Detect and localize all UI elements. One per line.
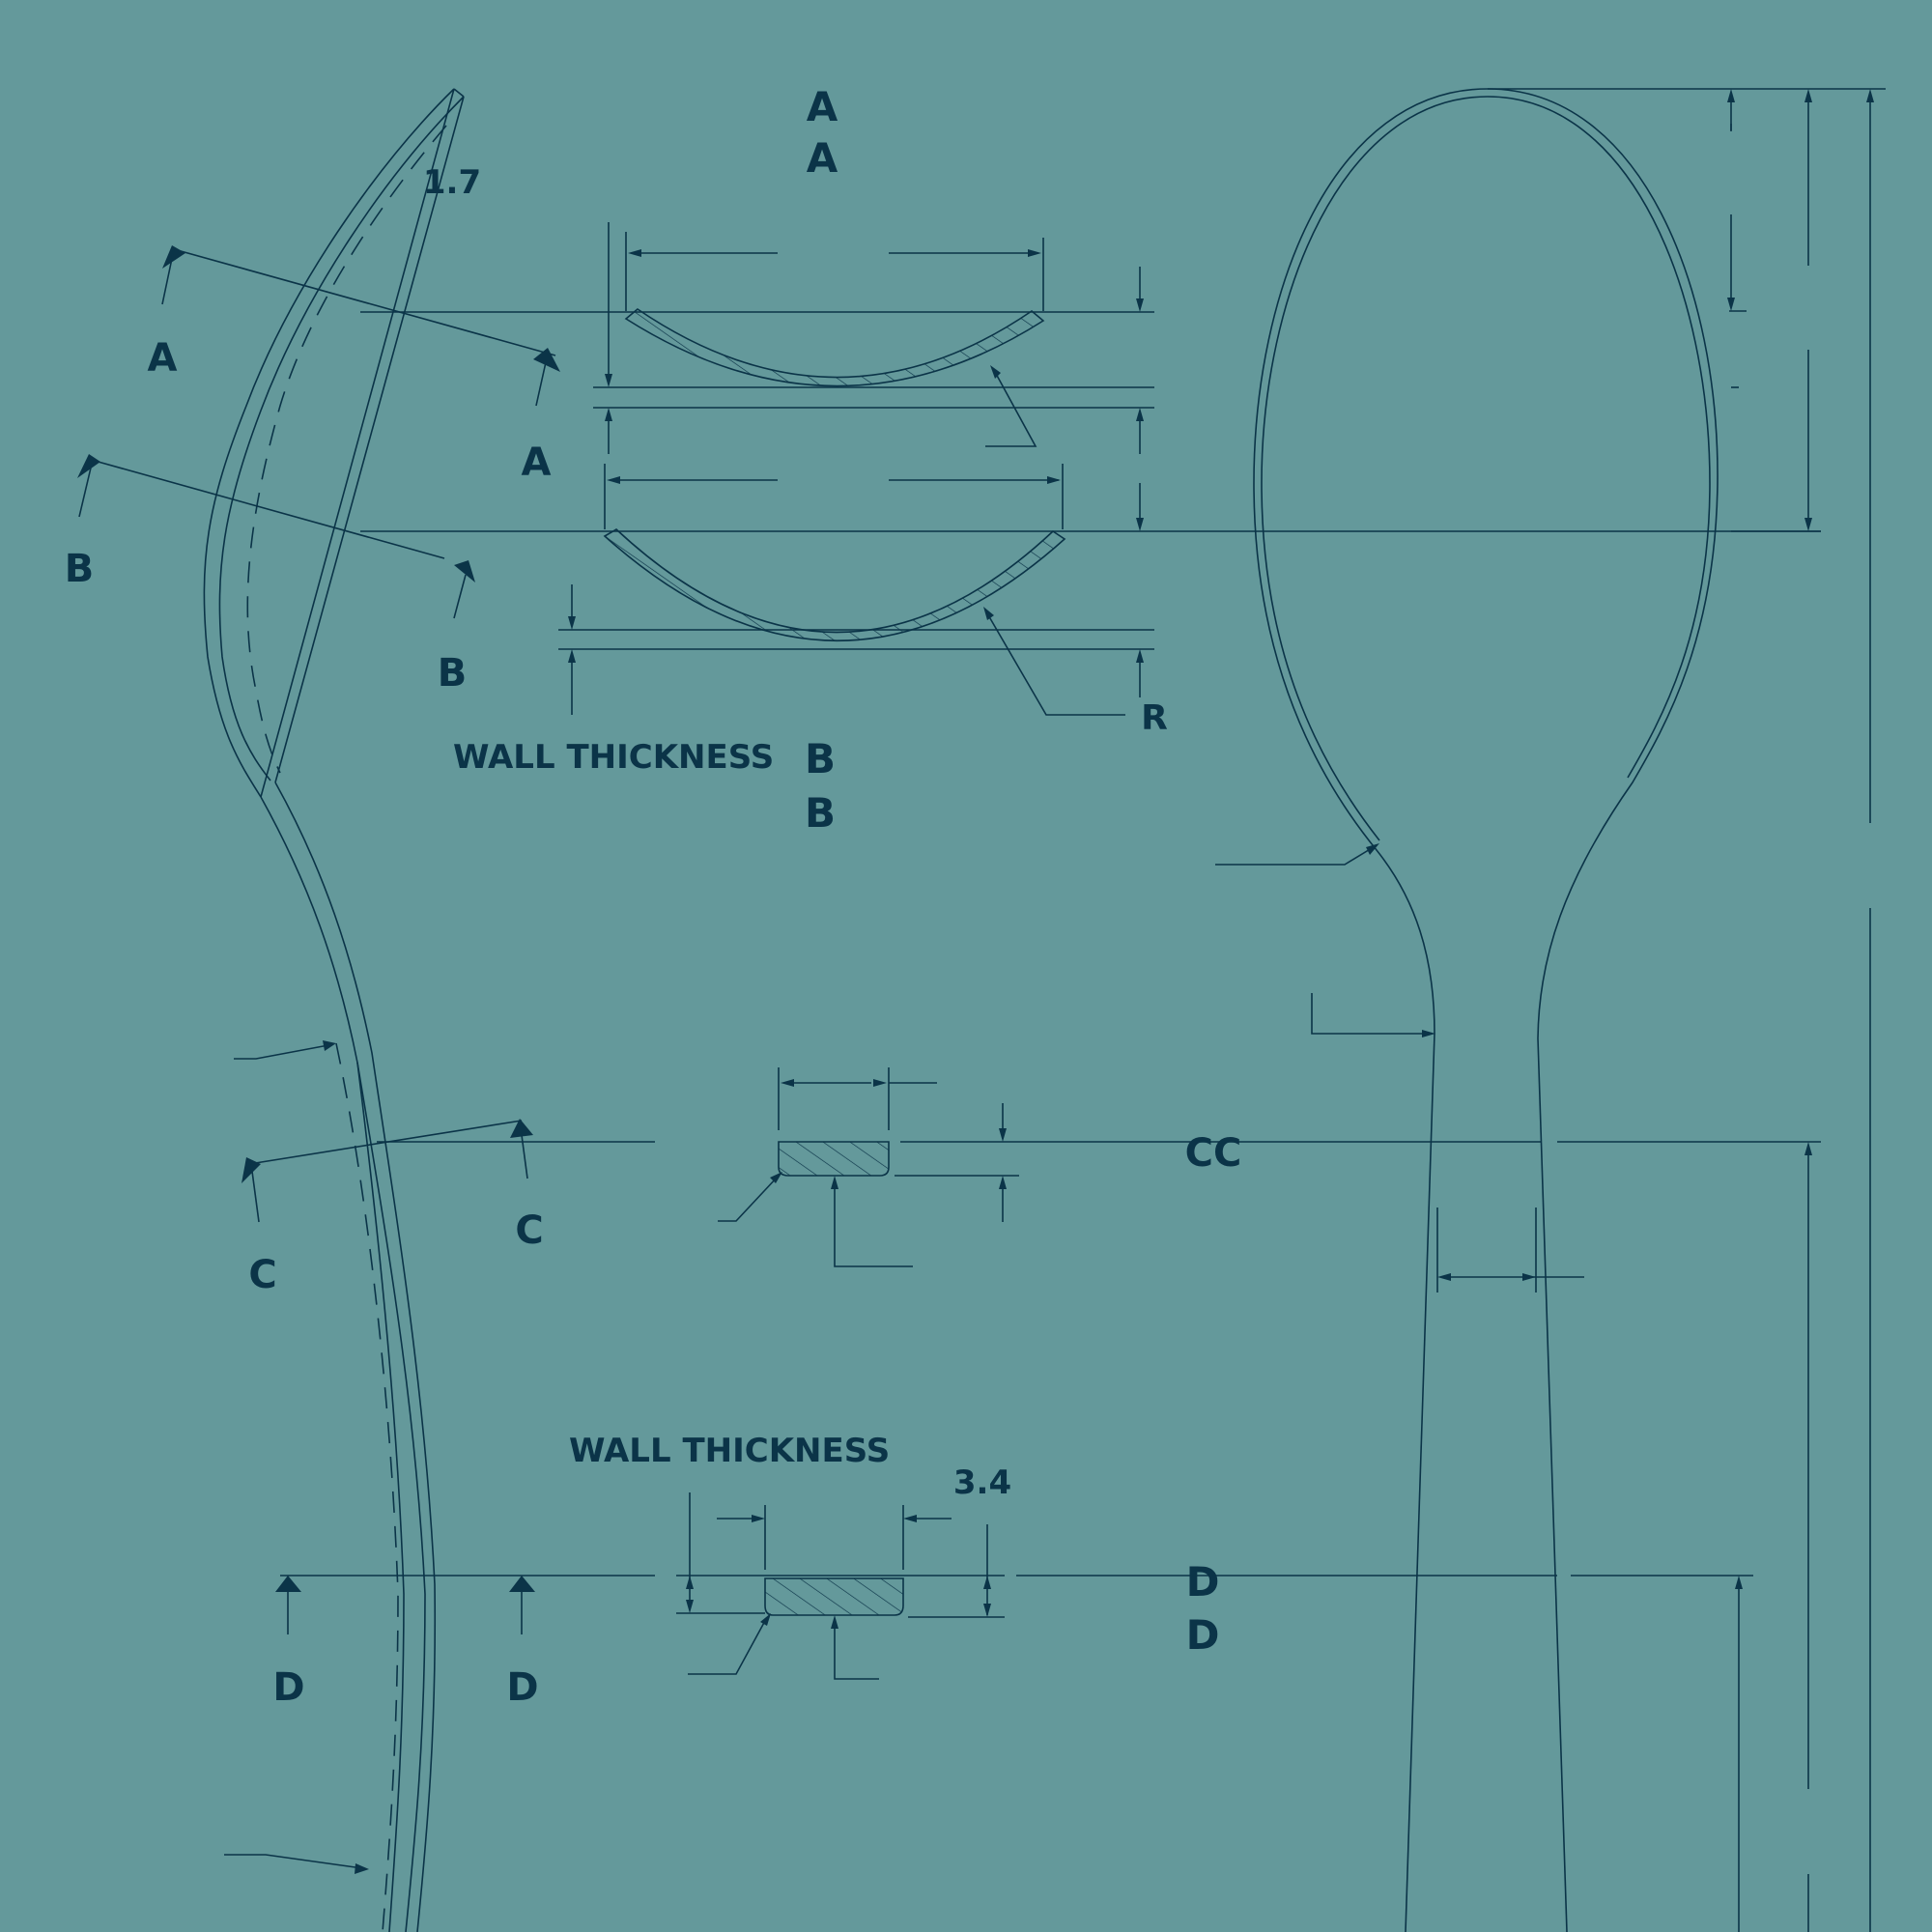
cut-b-left-label: B xyxy=(65,547,95,591)
cut-a-right-label: A xyxy=(522,440,552,485)
section-d-d xyxy=(676,1492,1753,1680)
drawing-labels: A A 1.7 A A B B R WALL THICKNESS B B CC … xyxy=(65,83,1242,1710)
dimension-3-4-label: 3.4 xyxy=(953,1463,1011,1502)
section-c-c xyxy=(718,1067,1821,1267)
cut-line-a xyxy=(161,245,560,407)
cut-c-left-label: C xyxy=(248,1253,276,1297)
side-profile-view xyxy=(203,88,465,1932)
front-view xyxy=(1215,88,1886,1932)
section-a-label-2: A xyxy=(807,134,838,182)
section-b-b xyxy=(360,464,1821,716)
cut-a-left-label: A xyxy=(148,336,178,381)
section-d-label-2: D xyxy=(1186,1611,1220,1659)
section-cc-label: CC xyxy=(1185,1131,1242,1176)
side-leaders xyxy=(224,1040,369,1874)
cut-c-right-label: C xyxy=(515,1208,543,1253)
cut-line-d xyxy=(275,1575,655,1634)
cut-d-left-label: D xyxy=(272,1665,304,1710)
cut-line-c xyxy=(242,1119,655,1223)
section-d-label-1: D xyxy=(1186,1558,1220,1605)
cut-line-b xyxy=(77,454,475,619)
section-b-label-1: B xyxy=(805,735,836,782)
radius-label: R xyxy=(1141,698,1168,738)
cut-d-right-label: D xyxy=(506,1665,538,1710)
section-a-label-1: A xyxy=(807,83,838,130)
wall-thickness-label-1: WALL THICKNESS xyxy=(453,738,774,777)
section-a-a xyxy=(360,222,1154,454)
angle-value-label: 1.7 xyxy=(423,163,481,202)
section-b-label-2: B xyxy=(805,789,836,837)
cut-b-right-label: B xyxy=(438,651,468,696)
wall-thickness-label-2: WALL THICKNESS xyxy=(569,1432,890,1470)
